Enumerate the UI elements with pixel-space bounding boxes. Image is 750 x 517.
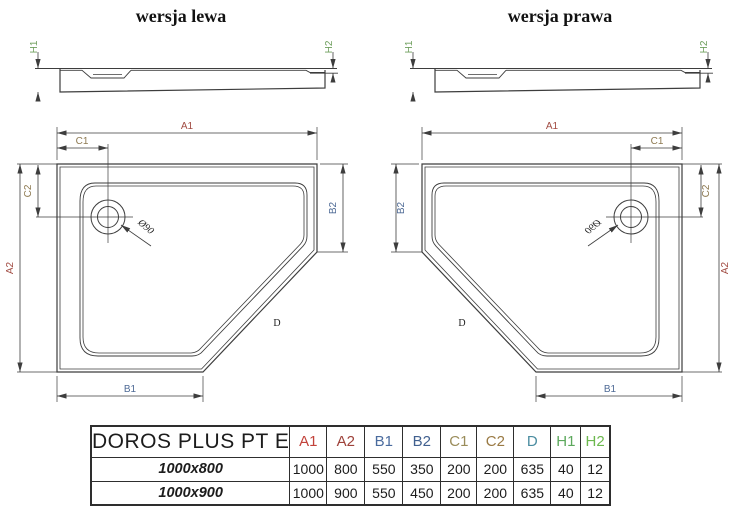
right-plan-view: A1 C1 C2 A2 B2 B1 D Ø90 <box>391 121 731 402</box>
cell-a2: 800 <box>326 456 366 482</box>
c2-label: C2 <box>701 184 712 197</box>
dimension-table: DOROS PLUS PT E A1 A2 B1 B2 C1 C2 D H1 H… <box>90 425 611 506</box>
col-header-c2: C2 <box>476 425 515 458</box>
right-profile-view: H1 H2 <box>404 40 713 102</box>
cell-b2: 450 <box>402 480 442 506</box>
b1-label: B1 <box>604 384 617 395</box>
model-size: 1000x800 <box>90 456 291 482</box>
model-size: 1000x900 <box>90 480 291 506</box>
table-row: 1000x800 1000 800 550 350 200 200 635 40… <box>90 456 611 482</box>
c1-label: C1 <box>651 136 664 147</box>
cell-c2: 200 <box>476 480 515 506</box>
table-row: 1000x900 1000 900 550 450 200 200 635 40… <box>90 480 611 506</box>
b2-label: B2 <box>396 201 407 214</box>
cell-b1: 550 <box>364 456 404 482</box>
cell-c2: 200 <box>476 456 515 482</box>
c1-label: C1 <box>76 136 89 147</box>
cell-a1: 1000 <box>289 480 328 506</box>
h1-label: H1 <box>29 40 40 53</box>
col-header-a1: A1 <box>289 425 328 458</box>
a2-label: A2 <box>5 261 16 274</box>
cell-c1: 200 <box>440 480 478 506</box>
left-profile-view: H1 H2 <box>29 40 338 102</box>
cell-b2: 350 <box>402 456 442 482</box>
cell-a1: 1000 <box>289 456 328 482</box>
a2-label: A2 <box>720 261 731 274</box>
col-header-b2: B2 <box>402 425 442 458</box>
c2-label: C2 <box>23 184 34 197</box>
cell-d: 635 <box>513 456 552 482</box>
left-plan-view: A1 C1 C2 A2 B2 B1 D Ø90 <box>5 121 348 402</box>
table-title: DOROS PLUS PT E <box>90 425 291 458</box>
cell-c1: 200 <box>440 456 478 482</box>
d-label: D <box>458 318 465 329</box>
b1-label: B1 <box>124 384 137 395</box>
drain-diameter-label: Ø90 <box>583 217 604 237</box>
col-header-b1: B1 <box>364 425 404 458</box>
cell-h2: 12 <box>580 456 611 482</box>
col-header-d: D <box>513 425 552 458</box>
h1-label: H1 <box>404 40 415 53</box>
h2-label: H2 <box>324 40 335 53</box>
col-header-c1: C1 <box>440 425 478 458</box>
cell-b1: 550 <box>364 480 404 506</box>
cell-a2: 900 <box>326 480 366 506</box>
col-header-h2: H2 <box>580 425 611 458</box>
cell-h1: 40 <box>550 456 582 482</box>
right-version-title: wersja prawa <box>507 6 613 26</box>
b2-label: B2 <box>328 201 339 214</box>
drain-diameter-label: Ø90 <box>135 217 156 237</box>
a1-label: A1 <box>181 121 194 132</box>
a1-label: A1 <box>546 121 559 132</box>
col-header-h1: H1 <box>550 425 582 458</box>
col-header-a2: A2 <box>326 425 366 458</box>
cell-d: 635 <box>513 480 552 506</box>
h2-label: H2 <box>699 40 710 53</box>
cell-h1: 40 <box>550 480 582 506</box>
d-label: D <box>273 318 280 329</box>
table-header-row: DOROS PLUS PT E A1 A2 B1 B2 C1 C2 D H1 H… <box>90 425 611 458</box>
left-version-title: wersja lewa <box>135 6 227 26</box>
cell-h2: 12 <box>580 480 611 506</box>
